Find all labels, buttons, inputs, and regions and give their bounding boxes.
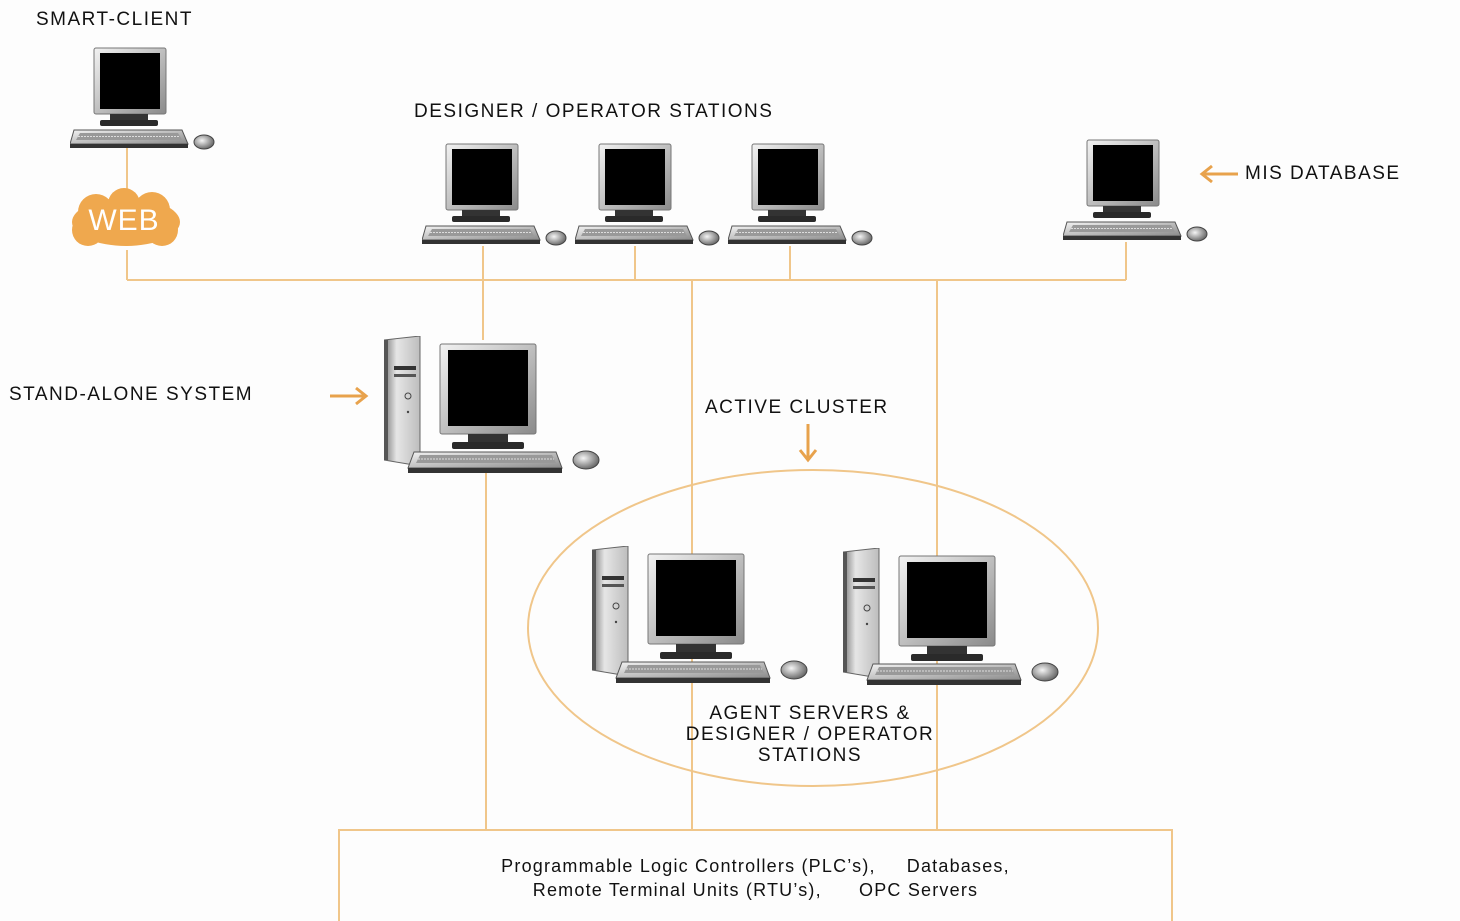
stand-alone-tower-computer-icon xyxy=(384,336,600,474)
cluster-label-line-1: AGENT SERVERS & xyxy=(709,703,911,724)
web-cloud-icon xyxy=(72,188,180,246)
designer-stations-label: DESIGNER / OPERATOR STATIONS xyxy=(414,101,774,122)
cluster-label-line-3: STATIONS xyxy=(757,745,863,766)
stand-alone-arrow-icon xyxy=(330,386,369,406)
field-devices-line-1: Programmable Logic Controllers (PLC’s), … xyxy=(501,856,1010,876)
cluster-server-1-tower-computer-icon xyxy=(592,546,808,684)
active-cluster-label: ACTIVE CLUSTER xyxy=(705,397,889,418)
designer-station-3-desktop-computer-icon xyxy=(728,143,873,246)
mis-database-desktop-computer-icon xyxy=(1063,139,1208,242)
cluster-label-line-2: DESIGNER / OPERATOR xyxy=(685,724,935,745)
smart-client-desktop-computer-icon xyxy=(70,47,215,150)
mis-arrow-icon xyxy=(1199,164,1238,184)
cluster-server-2-tower-computer-icon xyxy=(843,548,1059,686)
designer-station-1-desktop-computer-icon xyxy=(422,143,567,246)
smart-client-label: SMART-CLIENT xyxy=(36,9,194,30)
designer-station-2-desktop-computer-icon xyxy=(575,143,720,246)
cluster-arrow-icon xyxy=(798,424,818,463)
stand-alone-label: STAND-ALONE SYSTEM xyxy=(9,384,254,405)
field-devices-line-2: Remote Terminal Units (RTU’s), OPC Serve… xyxy=(532,880,979,900)
web-label: WEB xyxy=(88,204,160,237)
field-devices-box: Programmable Logic Controllers (PLC’s), … xyxy=(338,854,1173,902)
cluster-description: AGENT SERVERS & DESIGNER / OPERATOR STAT… xyxy=(650,703,970,766)
mis-database-label: MIS DATABASE xyxy=(1245,163,1401,184)
